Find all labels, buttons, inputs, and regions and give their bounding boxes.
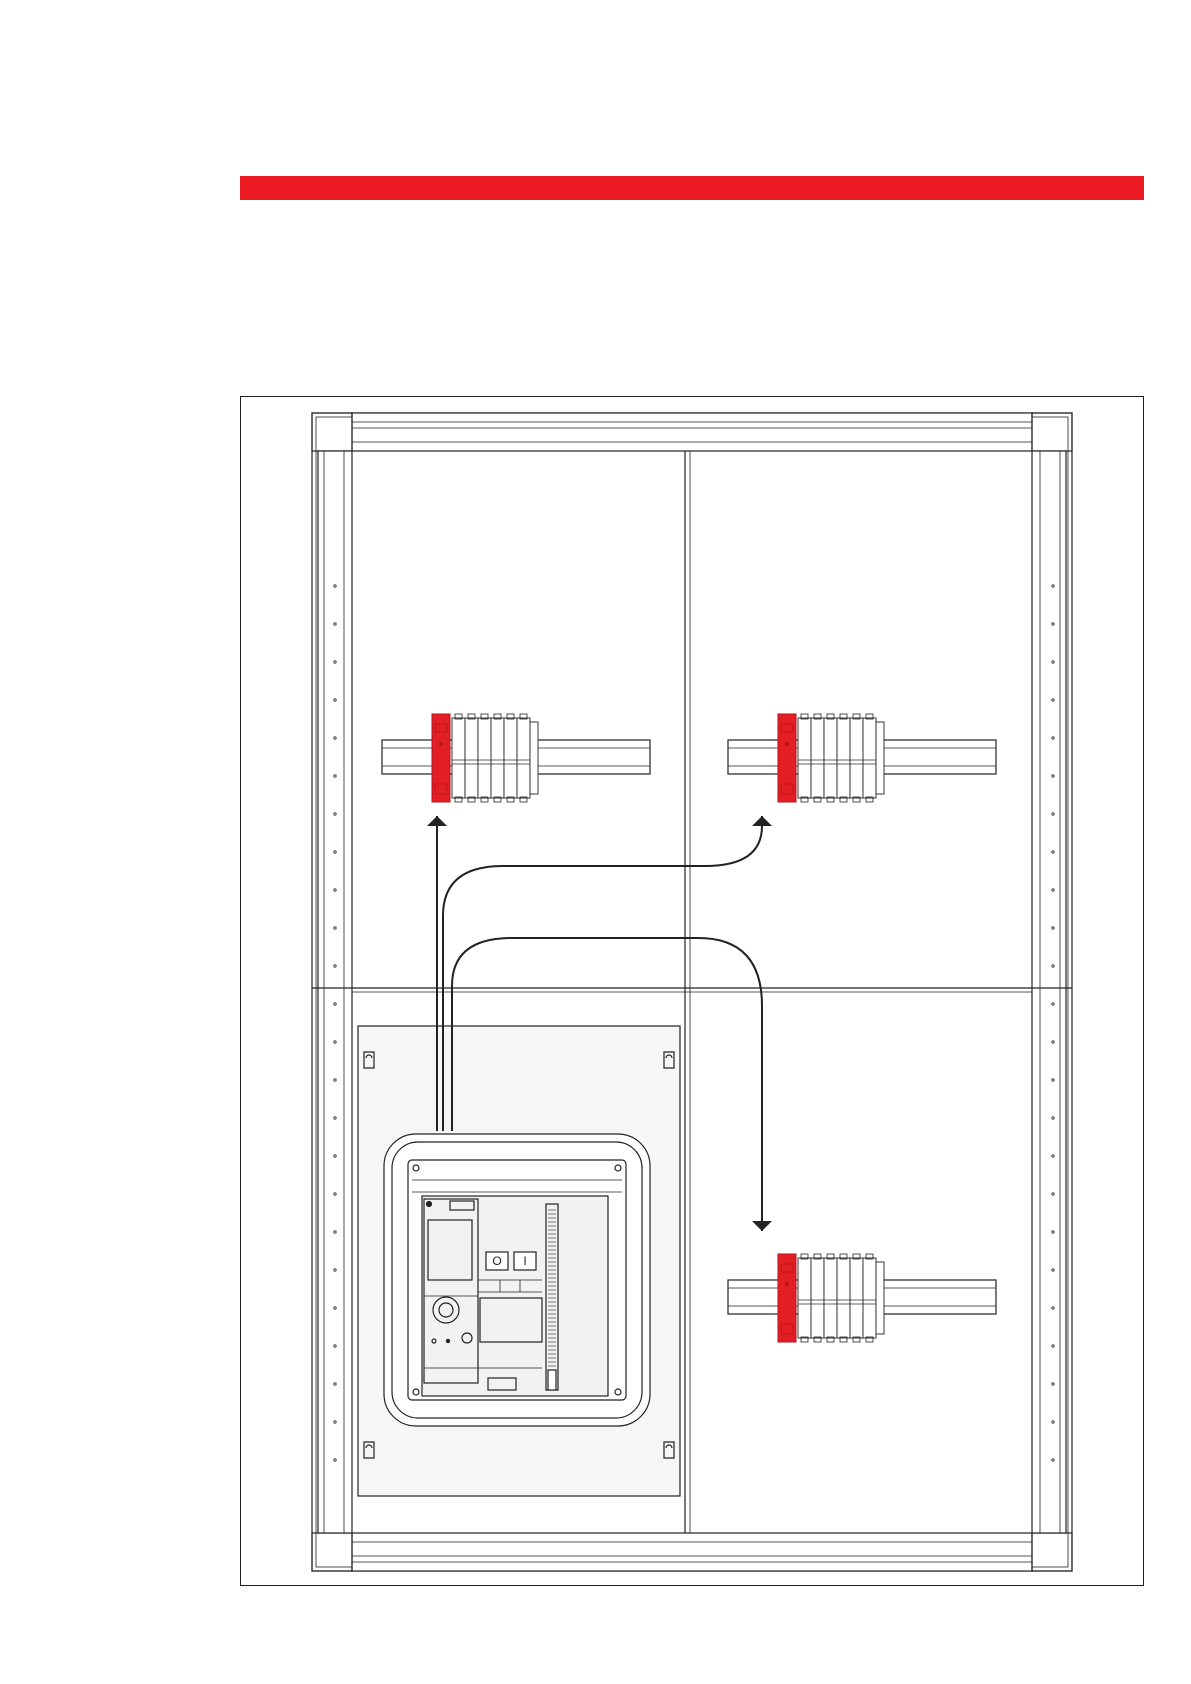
terminal-block <box>863 718 876 798</box>
terminal-block <box>824 718 837 798</box>
terminal-block <box>452 718 465 798</box>
terminal-block <box>504 718 517 798</box>
corner-bracket <box>1032 1533 1072 1571</box>
terminal-block <box>798 718 811 798</box>
corner-bracket <box>312 1533 352 1571</box>
corner-bracket <box>1032 413 1072 451</box>
header-red-band <box>240 176 1144 200</box>
top-right-din-assembly <box>728 714 996 802</box>
terminal-block <box>478 718 491 798</box>
terminal-block <box>811 1258 824 1338</box>
terminal-block <box>850 1258 863 1338</box>
terminal-block <box>465 718 478 798</box>
terminal-block <box>863 1258 876 1338</box>
trip-unit-led <box>427 1202 432 1207</box>
top-left-din-assembly <box>382 714 650 802</box>
terminal-end-plate <box>530 722 538 794</box>
terminal-block <box>517 718 530 798</box>
terminal-block <box>824 1258 837 1338</box>
terminal-block <box>837 718 850 798</box>
switchgear-diagram: O I <box>240 396 1144 1586</box>
terminal-end-plate <box>876 1262 884 1334</box>
bottom-rail <box>352 1533 1032 1571</box>
terminal-end-plate <box>876 722 884 794</box>
terminal-block <box>811 718 824 798</box>
surge-module-indicator <box>439 742 443 746</box>
left-upright <box>318 451 352 1533</box>
terminal-block <box>491 718 504 798</box>
terminal-block <box>798 1258 811 1338</box>
top-rail <box>352 413 1032 451</box>
corner-bracket <box>312 413 352 451</box>
close-button-label: I <box>523 1254 526 1268</box>
circuit-breaker: O I <box>384 1134 650 1426</box>
trip-unit-dot <box>446 1339 449 1342</box>
open-button-label: O <box>492 1254 501 1268</box>
right-upright <box>1032 451 1066 1533</box>
terminal-block <box>837 1258 850 1338</box>
terminal-block <box>850 718 863 798</box>
bottom-right-din-assembly <box>728 1254 996 1342</box>
charging-handle-grip <box>548 1370 556 1390</box>
surge-module-indicator <box>785 742 789 746</box>
surge-module-indicator <box>785 1282 789 1286</box>
